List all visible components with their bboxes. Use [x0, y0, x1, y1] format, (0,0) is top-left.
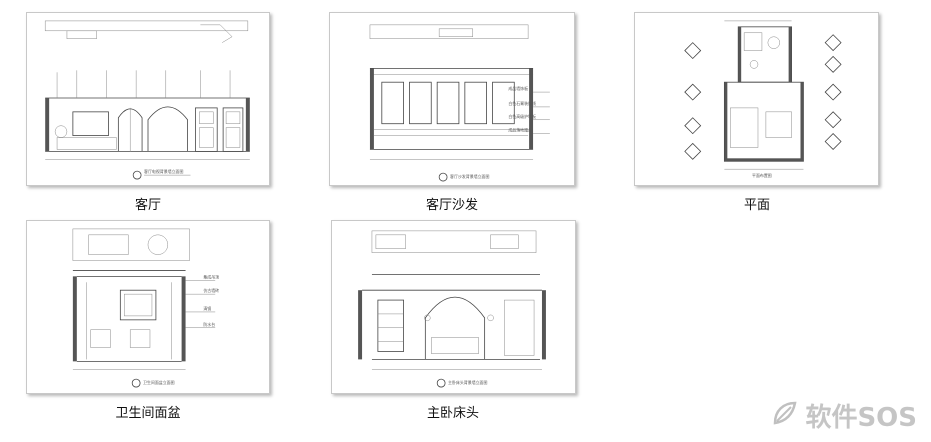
floor-plan-drawing: 平面布置图 — [684, 20, 842, 178]
thumbnail-living-room[interactable]: 客厅电视背景墙立面图 — [26, 12, 270, 186]
svg-text:成品墙饰板: 成品墙饰板 — [508, 86, 528, 91]
caption-living-room: 客厅 — [134, 198, 161, 213]
svg-text:成品落地踏台: 成品落地踏台 — [508, 128, 532, 133]
svg-text:客厅电视背景墙立面图: 客厅电视背景墙立面图 — [144, 169, 183, 174]
bedroom-headboard-drawing: 主卧床头背景墙立面图 — [358, 230, 546, 388]
svg-text:防水台: 防水台 — [203, 322, 215, 327]
svg-text:仿古墙砖: 仿古墙砖 — [203, 288, 219, 293]
thumbnail-master-bedroom-headboard[interactable]: 主卧床头背景墙立面图 — [331, 220, 576, 394]
svg-text:清镜: 清镜 — [203, 306, 211, 311]
bathroom-basin-drawing: 集成吊顶 仿古墙砖 清镜 防水台 卫生间面盆立面图 — [72, 228, 219, 388]
watermark: 软件SOS — [769, 397, 917, 434]
watermark-text: 软件SOS — [805, 403, 917, 433]
caption-master-bedroom-headboard: 主卧床头 — [426, 406, 479, 421]
svg-text:白色石膏装饰线: 白色石膏装饰线 — [508, 101, 536, 106]
thumbnail-bathroom-basin[interactable]: 集成吊顶 仿古墙砖 清镜 防水台 卫生间面盆立面图 — [26, 220, 270, 394]
sofa-elevation-drawing: 成品墙饰板 白色石膏装饰线 白色高级护墙板 成品落地踏台 客厅沙发背景墙立面图 — [369, 24, 550, 182]
living-room-elevation-drawing: 客厅电视背景墙立面图 — [44, 20, 250, 180]
thumbnail-living-room-sofa[interactable]: 成品墙饰板 白色石膏装饰线 白色高级护墙板 成品落地踏台 客厅沙发背景墙立面图 — [329, 12, 575, 186]
svg-text:客厅沙发背景墙立面图: 客厅沙发背景墙立面图 — [450, 174, 489, 179]
caption-floor-plan: 平面 — [743, 198, 770, 213]
caption-bathroom-basin: 卫生间面盆 — [115, 406, 181, 421]
leaf-swirl-icon — [769, 399, 799, 433]
svg-text:集成吊顶: 集成吊顶 — [203, 274, 219, 279]
svg-text:平面布置图: 平面布置图 — [752, 173, 772, 178]
svg-text:白色高级护墙板: 白色高级护墙板 — [508, 114, 536, 119]
svg-text:主卧床头背景墙立面图: 主卧床头背景墙立面图 — [448, 380, 487, 385]
caption-living-room-sofa: 客厅沙发 — [425, 198, 478, 213]
thumbnail-floor-plan[interactable]: 平面布置图 — [634, 12, 879, 186]
svg-text:卫生间面盆立面图: 卫生间面盆立面图 — [143, 380, 175, 385]
